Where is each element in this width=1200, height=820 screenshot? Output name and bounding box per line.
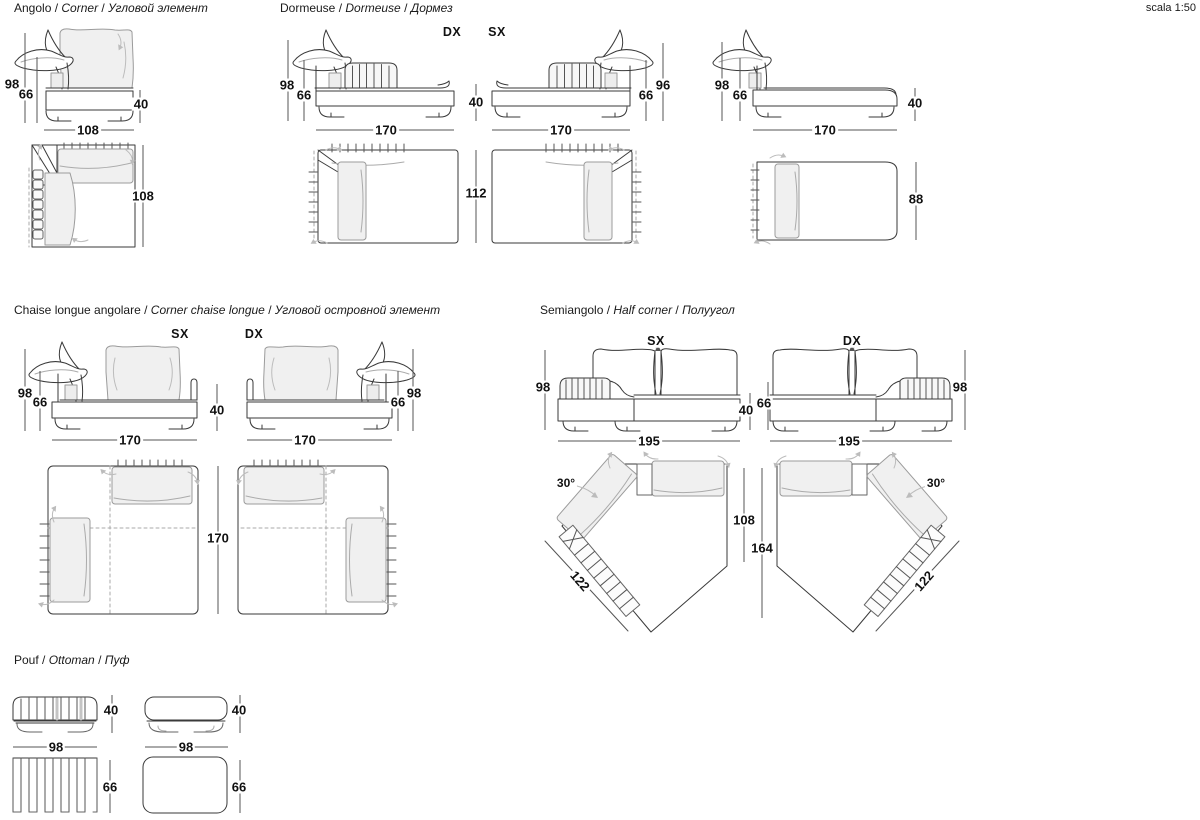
- title-semiangolo-ru: Полуугол: [682, 303, 735, 317]
- dim-label-semiangolo-dx-height: 98: [950, 379, 970, 395]
- dim-label-dormeuse-sx-back-height: 66: [636, 87, 656, 103]
- title-dormeuse-it: Dormeuse: [280, 1, 336, 15]
- title-angolo-it: Angolo: [14, 1, 52, 15]
- dim-label-chaise-dx-height: 98: [404, 385, 424, 401]
- dim-label-semiangolo-variant-dx: DX: [840, 333, 864, 348]
- title-dormeuse-ru: Дормез: [410, 1, 453, 15]
- title-semiangolo-it: Semiangolo: [540, 303, 604, 317]
- dim-label-dormeuse2-seat-height: 40: [905, 95, 925, 111]
- dim-label-chaise-sx-back-height: 66: [30, 394, 50, 410]
- dim-label-dormeuse-dx-width: 170: [373, 122, 399, 138]
- dim-label-dormeuse-sx-width: 170: [548, 122, 574, 138]
- dormeuse-profile-plan: [750, 148, 898, 253]
- dim-label-pouf-side-height: 40: [229, 702, 249, 718]
- angolo-plan: [28, 142, 139, 248]
- dim-label-chaise-depth: 170: [205, 530, 231, 546]
- dim-label-semiangolo-dx-width: 195: [836, 433, 862, 449]
- dim-label-dormeuse-dx-back-height: 66: [294, 87, 314, 103]
- angolo-elevation: [14, 28, 134, 122]
- dim-label-chaise-sx-height: 98: [15, 385, 35, 401]
- dim-label-angolo-back-height: 66: [16, 86, 36, 102]
- dim-label-dormeuse-seat-height: 40: [466, 94, 486, 110]
- dim-label-dormeuse2-width: 170: [812, 122, 838, 138]
- dim-label-pouf-side-width: 98: [176, 739, 196, 755]
- dim-label-dormeuse-depth: 112: [463, 185, 489, 201]
- dim-label-angolo-width: 108: [75, 122, 101, 138]
- dim-label-dormeuse-variant-dx: DX: [440, 24, 464, 39]
- dim-label-chaise-dx-width: 170: [292, 432, 318, 448]
- dim-label-chaise-dx-back-height: 66: [388, 394, 408, 410]
- title-pouf-it: Pouf: [14, 653, 39, 667]
- dim-label-semiangolo-variant-sx: SX: [645, 333, 667, 348]
- pouf-front-elevation: [12, 696, 98, 733]
- title-pouf-ru: Пуф: [104, 653, 130, 667]
- dim-label-semiangolo-dx-angle: 30°: [924, 476, 948, 490]
- dim-label-chaise-variant-dx: DX: [242, 326, 266, 341]
- dim-label-chaise-variant-sx: SX: [169, 326, 191, 341]
- title-dormeuse-en: Dormeuse: [345, 1, 401, 15]
- section-title-pouf: Pouf / Ottoman / Пуф: [14, 653, 130, 667]
- pouf-side-plan: [142, 756, 228, 814]
- title-angolo-ru: Угловой элемент: [108, 1, 208, 15]
- dim-label-angolo-height: 98: [2, 76, 22, 92]
- section-title-chaise: Chaise longue angolare / Corner chaise l…: [14, 303, 441, 317]
- section-title-dormeuse: Dormeuse / Dormeuse / Дормез: [280, 1, 453, 15]
- dim-label-chaise-seat-height: 40: [207, 402, 227, 418]
- dim-label-dormeuse2-back-height: 66: [730, 87, 750, 103]
- dim-label-semiangolo-sx-angle: 30°: [554, 476, 578, 490]
- dim-label-dormeuse-dx-height: 98: [277, 77, 297, 93]
- dim-label-chaise-sx-width: 170: [117, 432, 143, 448]
- dim-label-semiangolo-sx-height: 98: [533, 379, 553, 395]
- dim-label-semiangolo-sx-width: 195: [636, 433, 662, 449]
- dim-label-semiangolo-sx-arm-length: 122: [566, 567, 594, 595]
- dim-label-semiangolo-inner-depth: 108: [731, 512, 757, 528]
- dim-label-angolo-seat-height: 40: [131, 96, 151, 112]
- title-angolo-en: Corner: [61, 1, 99, 15]
- title-pouf-en: Ottoman: [48, 653, 95, 667]
- dim-label-angolo-depth: 108: [130, 188, 156, 204]
- title-chaise-ru: Угловой островной элемент: [274, 303, 441, 317]
- dim-label-pouf-front-width: 98: [46, 739, 66, 755]
- dormeuse-profile-elevation: [712, 29, 898, 118]
- pouf-side-elevation: [144, 696, 228, 733]
- dim-label-semiangolo-back-height: 66: [754, 395, 774, 411]
- section-title-semiangolo: Semiangolo / Half corner / Полуугол: [540, 303, 735, 317]
- dim-label-pouf-side-depth: 66: [229, 779, 249, 795]
- pouf-front-plan: [12, 757, 98, 813]
- dim-label-pouf-front-height: 40: [101, 702, 121, 718]
- title-semiangolo-en: Half corner: [613, 303, 673, 317]
- dim-label-dormeuse-variant-sx: SX: [486, 24, 508, 39]
- dim-label-semiangolo-outer-depth: 164: [749, 540, 775, 556]
- dim-label-pouf-front-depth: 66: [100, 779, 120, 795]
- angolo-arm-channels: [32, 169, 44, 240]
- scale-note: scala 1:50: [1145, 2, 1196, 14]
- dim-label-semiangolo-seat-height: 40: [736, 402, 756, 418]
- title-chaise-en: Corner chaise longue: [150, 303, 265, 317]
- dim-label-dormeuse2-height: 98: [712, 77, 732, 93]
- title-chaise-it: Chaise longue angolare: [14, 303, 141, 317]
- dim-label-semiangolo-dx-arm-length: 122: [910, 567, 938, 595]
- section-title-angolo: Angolo / Corner / Угловой элемент: [14, 1, 208, 15]
- dim-label-dormeuse-sx-height: 96: [653, 77, 673, 93]
- dim-label-dormeuse2-depth: 88: [906, 191, 926, 207]
